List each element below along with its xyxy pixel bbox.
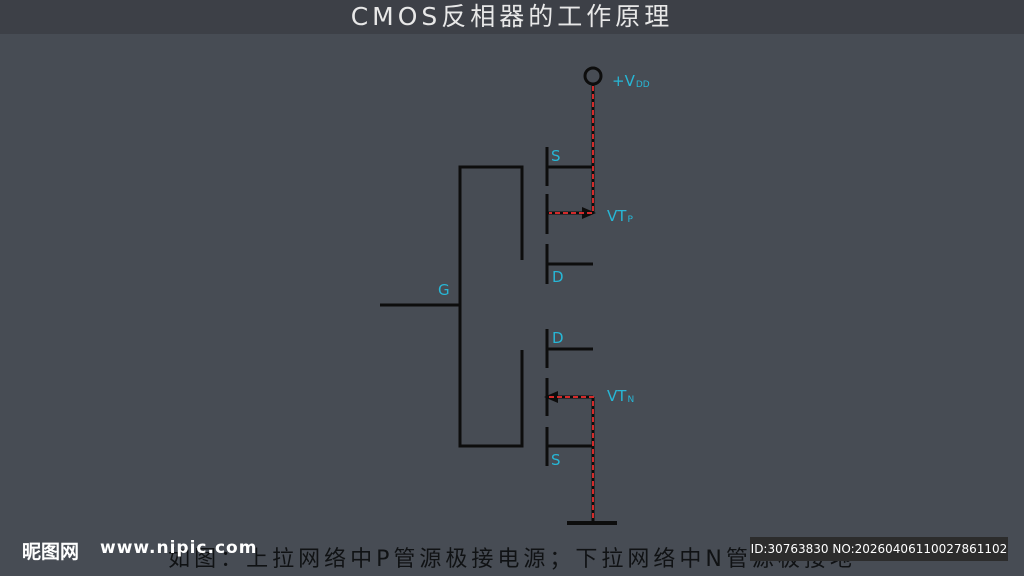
watermark-logo: 昵图网 [22, 541, 80, 563]
nmos-drain-label: D [552, 329, 564, 347]
vtn-label: VTN [607, 387, 635, 405]
gate-loop-wire [458, 165, 524, 448]
page-title: CMOS反相器的工作原理 [350, 2, 674, 31]
watermark-id: ID:30763830 NO:20260406110027861102 [750, 537, 1008, 561]
vtp-label: VTP [607, 207, 633, 225]
pmos-current-path [549, 86, 594, 214]
vdd-terminal [583, 66, 603, 86]
gate-label: G [438, 281, 450, 299]
nmos-current-path [549, 396, 594, 520]
caption: 如图：上拉网络中P管源极接电源；下拉网络中N管源极接地 [168, 547, 856, 572]
pmos-source-label: S [551, 147, 561, 165]
nmos-source-label: S [551, 451, 561, 469]
pmos-drain-label: D [552, 268, 564, 286]
title-bar [0, 0, 1024, 34]
watermark-site: www.nipic.com [100, 538, 258, 558]
vdd-label: +VDD [612, 72, 650, 90]
